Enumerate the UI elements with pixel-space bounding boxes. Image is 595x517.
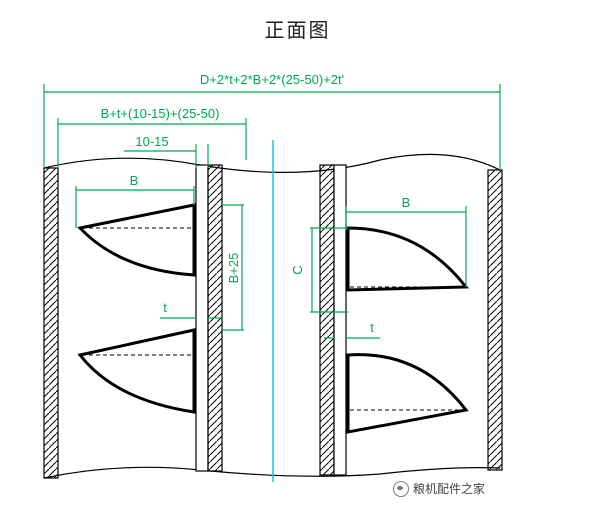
- right-inner-wall-hatch: [319, 164, 335, 476]
- wechat-icon: [393, 480, 409, 497]
- dim-c: C: [290, 265, 305, 274]
- watermark-text: 粮机配件之家: [413, 482, 486, 496]
- dim-blade-width-right: B: [402, 195, 411, 210]
- dim-thickness-left: t: [163, 300, 167, 315]
- top-break-line: [43, 153, 501, 174]
- right-outer-wall: [487, 169, 503, 471]
- right-blade-lower: [346, 353, 469, 434]
- left-inner-wall: [195, 164, 209, 472]
- left-outer-wall: [43, 167, 59, 479]
- dim-blade-spacing: B+25: [226, 253, 241, 284]
- dim-total-width: D+2*t+2*B+2*(25-50)+2t': [200, 72, 344, 87]
- bottom-break-line: [43, 466, 501, 479]
- dim-blade-width-left: B: [130, 173, 139, 188]
- dim-half-width: B+t+(10-15)+(25-50): [101, 106, 220, 121]
- dim-thickness-right: t: [370, 320, 374, 335]
- right-blade-upper: [346, 226, 470, 292]
- right-inner-wall: [333, 164, 347, 476]
- left-blade-upper: [77, 203, 196, 277]
- dim-gap: 10-15: [135, 134, 168, 149]
- page-title: 正面图: [264, 18, 331, 42]
- dimension-lines: [43, 84, 501, 339]
- watermark: 粮机配件之家: [393, 480, 485, 497]
- left-blade-lower: [77, 328, 196, 414]
